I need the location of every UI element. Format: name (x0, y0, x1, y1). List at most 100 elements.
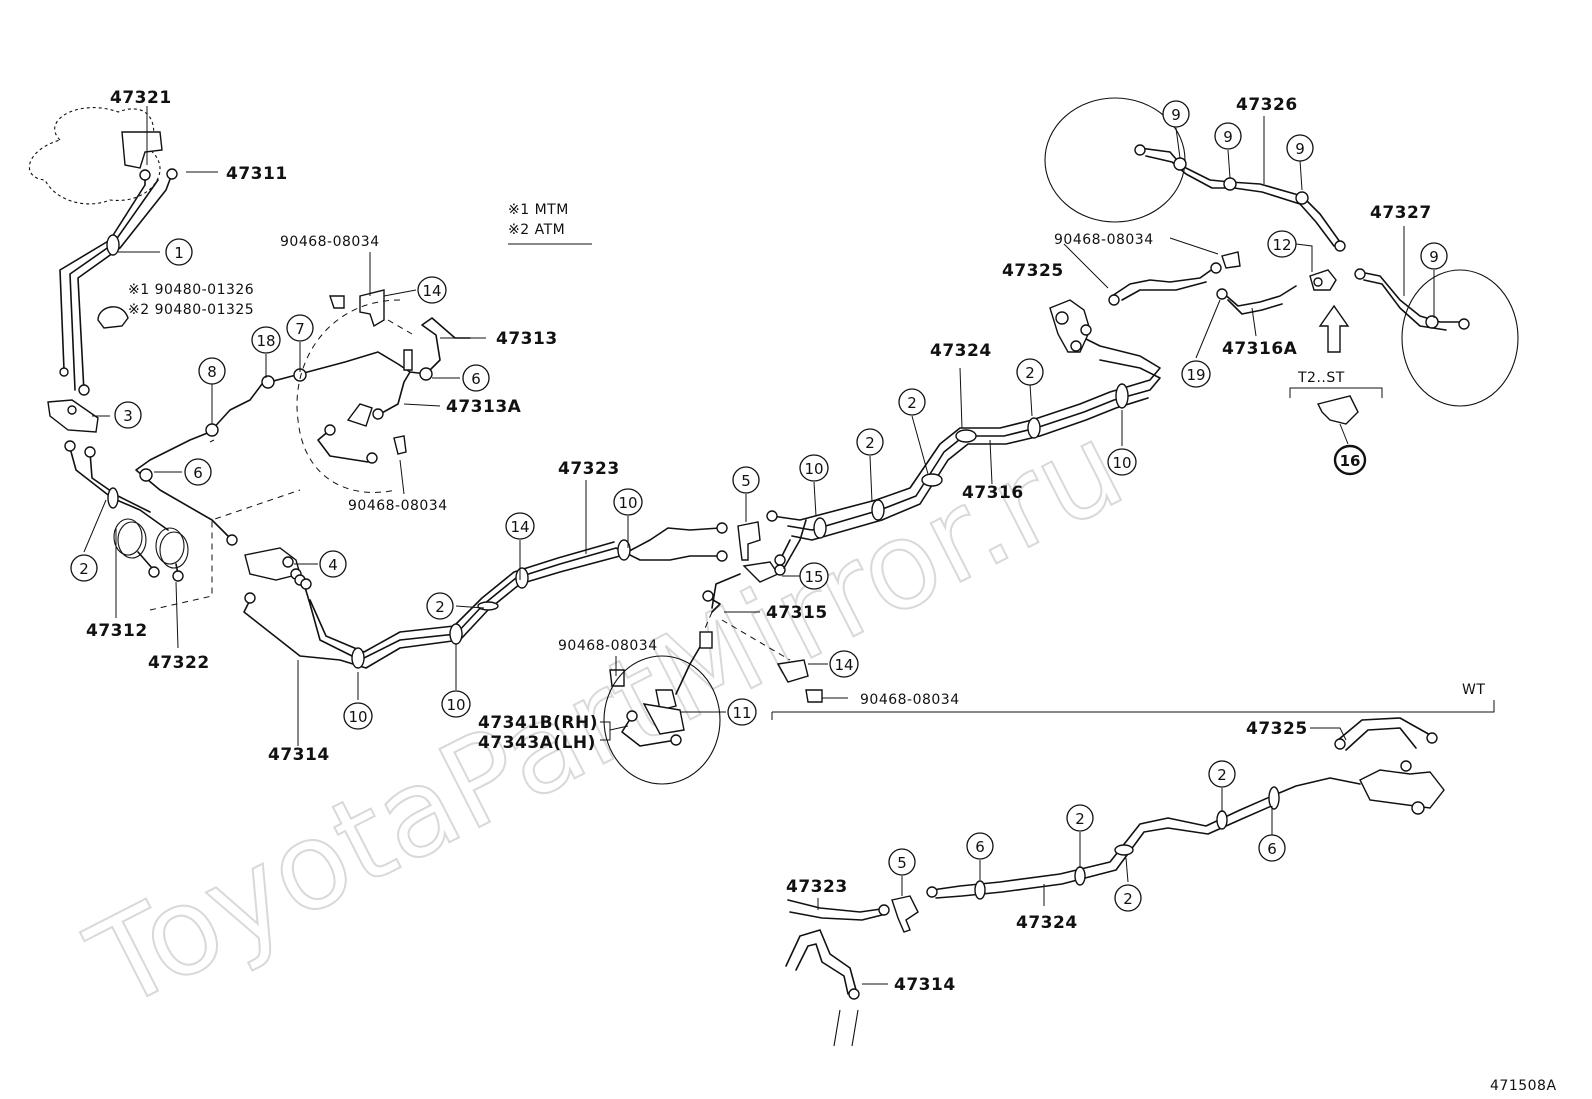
svg-text:10: 10 (1112, 454, 1131, 472)
callout-10-e: 10 (1107, 448, 1137, 476)
svg-text:6: 6 (975, 838, 985, 856)
variant-label-wt: WT (1462, 682, 1485, 698)
svg-text:2: 2 (1123, 890, 1133, 908)
label-90468-detail: 90468-08034 (348, 498, 448, 514)
callout-16: 16 (1333, 444, 1367, 476)
legend-note-1: ※1 MTM (508, 202, 569, 218)
callout-6-wt-a: 6 (1258, 834, 1286, 862)
svg-text:5: 5 (741, 472, 751, 490)
callout-2-f: 2 (1016, 358, 1044, 386)
label-90468-center: 90468-08034 (558, 638, 658, 654)
bracket-3 (47, 399, 99, 433)
callout-6-upper: 6 (462, 364, 490, 392)
callout-11: 11 (727, 698, 757, 726)
svg-text:5: 5 (897, 854, 907, 872)
callout-2-d: 2 (856, 428, 884, 456)
label-47316: 47316 (962, 483, 1024, 503)
svg-text:3: 3 (123, 407, 133, 425)
label-47315: 47315 (766, 603, 828, 623)
label-47312: 47312 (86, 621, 148, 641)
svg-text:14: 14 (422, 282, 441, 300)
svg-text:9: 9 (1171, 106, 1181, 124)
callout-4: 4 (319, 550, 347, 578)
rear-right-brake (1044, 97, 1346, 252)
svg-text:6: 6 (193, 464, 203, 482)
callout-8: 8 (198, 357, 226, 385)
callout-1: 1 (165, 238, 193, 266)
label-47341B: 47341B(RH) (478, 713, 598, 733)
callout-10-d: 10 (799, 454, 829, 482)
fitting-5 (737, 521, 761, 561)
line-47325-upper (1108, 251, 1241, 306)
label-90468-right: 90468-08034 (1054, 232, 1154, 248)
label-90468-upper: 90468-08034 (280, 234, 380, 250)
front-left-brake-assembly (28, 107, 178, 396)
svg-text:10: 10 (348, 708, 367, 726)
svg-text:2: 2 (907, 394, 917, 412)
svg-text:19: 19 (1186, 366, 1205, 384)
callout-7: 7 (286, 314, 314, 342)
label-47325-wt: 47325 (1246, 719, 1308, 739)
label-47327: 47327 (1370, 203, 1432, 223)
sub-label-t2-st: T2..ST (1297, 370, 1345, 386)
svg-text:2: 2 (1025, 364, 1035, 382)
callout-9-d: 9 (1420, 242, 1448, 270)
svg-text:18: 18 (256, 332, 275, 350)
svg-text:2: 2 (865, 434, 875, 452)
bracket-14-upper (329, 289, 413, 335)
label-47311: 47311 (226, 164, 288, 184)
svg-text:2: 2 (1217, 766, 1227, 784)
callout-10-b: 10 (441, 690, 471, 718)
callout-5-wt: 5 (888, 848, 916, 876)
callout-14-lower: 14 (829, 650, 859, 678)
svg-text:10: 10 (446, 696, 465, 714)
svg-text:7: 7 (295, 320, 305, 338)
part-number-labels: 47321 47311 ※1 90480-01326 ※2 90480-0132… (86, 88, 1432, 995)
label-47325: 47325 (1002, 261, 1064, 281)
callout-2-e: 2 (898, 388, 926, 416)
svg-text:6: 6 (1267, 840, 1277, 858)
callout-9-c: 9 (1286, 134, 1314, 162)
callout-2-center: 2 (426, 592, 454, 620)
line-47316A (1216, 285, 1297, 315)
svg-text:6: 6 (471, 370, 481, 388)
callouts: 1 3 2 6 8 18 7 14 6 4 10 10 2 14 10 5 10… (70, 100, 1448, 912)
callout-2-left: 2 (70, 554, 98, 582)
callout-9-a: 9 (1162, 100, 1190, 128)
svg-text:15: 15 (804, 568, 823, 586)
line-47327 (1354, 268, 1519, 407)
svg-text:10: 10 (804, 460, 823, 478)
svg-text:10: 10 (618, 494, 637, 512)
label-47313A: 47313A (446, 397, 522, 417)
tee-fitting-12 (1309, 269, 1337, 291)
bracket-14-lower (609, 659, 823, 703)
svg-text:12: 12 (1272, 236, 1291, 254)
detail-47341B-47343A (603, 631, 721, 785)
label-90468-lower: 90468-08034 (860, 692, 960, 708)
svg-text:16: 16 (1340, 452, 1361, 470)
callout-14-upper: 14 (417, 276, 447, 304)
svg-text:9: 9 (1223, 128, 1233, 146)
svg-text:14: 14 (834, 656, 853, 674)
label-47324-wt: 47324 (1016, 913, 1078, 933)
callout-2-wt-a: 2 (1208, 760, 1236, 788)
label-47321: 47321 (110, 88, 172, 108)
rear-lines-left (64, 440, 189, 582)
svg-text:2: 2 (1075, 810, 1085, 828)
callout-19: 19 (1181, 360, 1211, 388)
line-bundle-47324-47316 (766, 337, 1161, 566)
proportioning-valve (1049, 299, 1092, 353)
label-47323: 47323 (558, 459, 620, 479)
label-47324: 47324 (930, 341, 992, 361)
callout-6-left: 6 (184, 458, 212, 486)
legend: ※1 MTM ※2 ATM (508, 202, 592, 245)
label-90480-01326: ※1 90480-01326 (128, 282, 254, 298)
detail-47313A (296, 299, 411, 493)
label-47326: 47326 (1236, 95, 1298, 115)
wt-variant (771, 700, 1495, 1047)
callout-10-a: 10 (343, 702, 373, 730)
svg-text:1: 1 (174, 244, 184, 262)
label-47313: 47313 (496, 329, 558, 349)
junction-block-4 (244, 547, 306, 586)
callout-2-wt-c: 2 (1114, 884, 1142, 912)
